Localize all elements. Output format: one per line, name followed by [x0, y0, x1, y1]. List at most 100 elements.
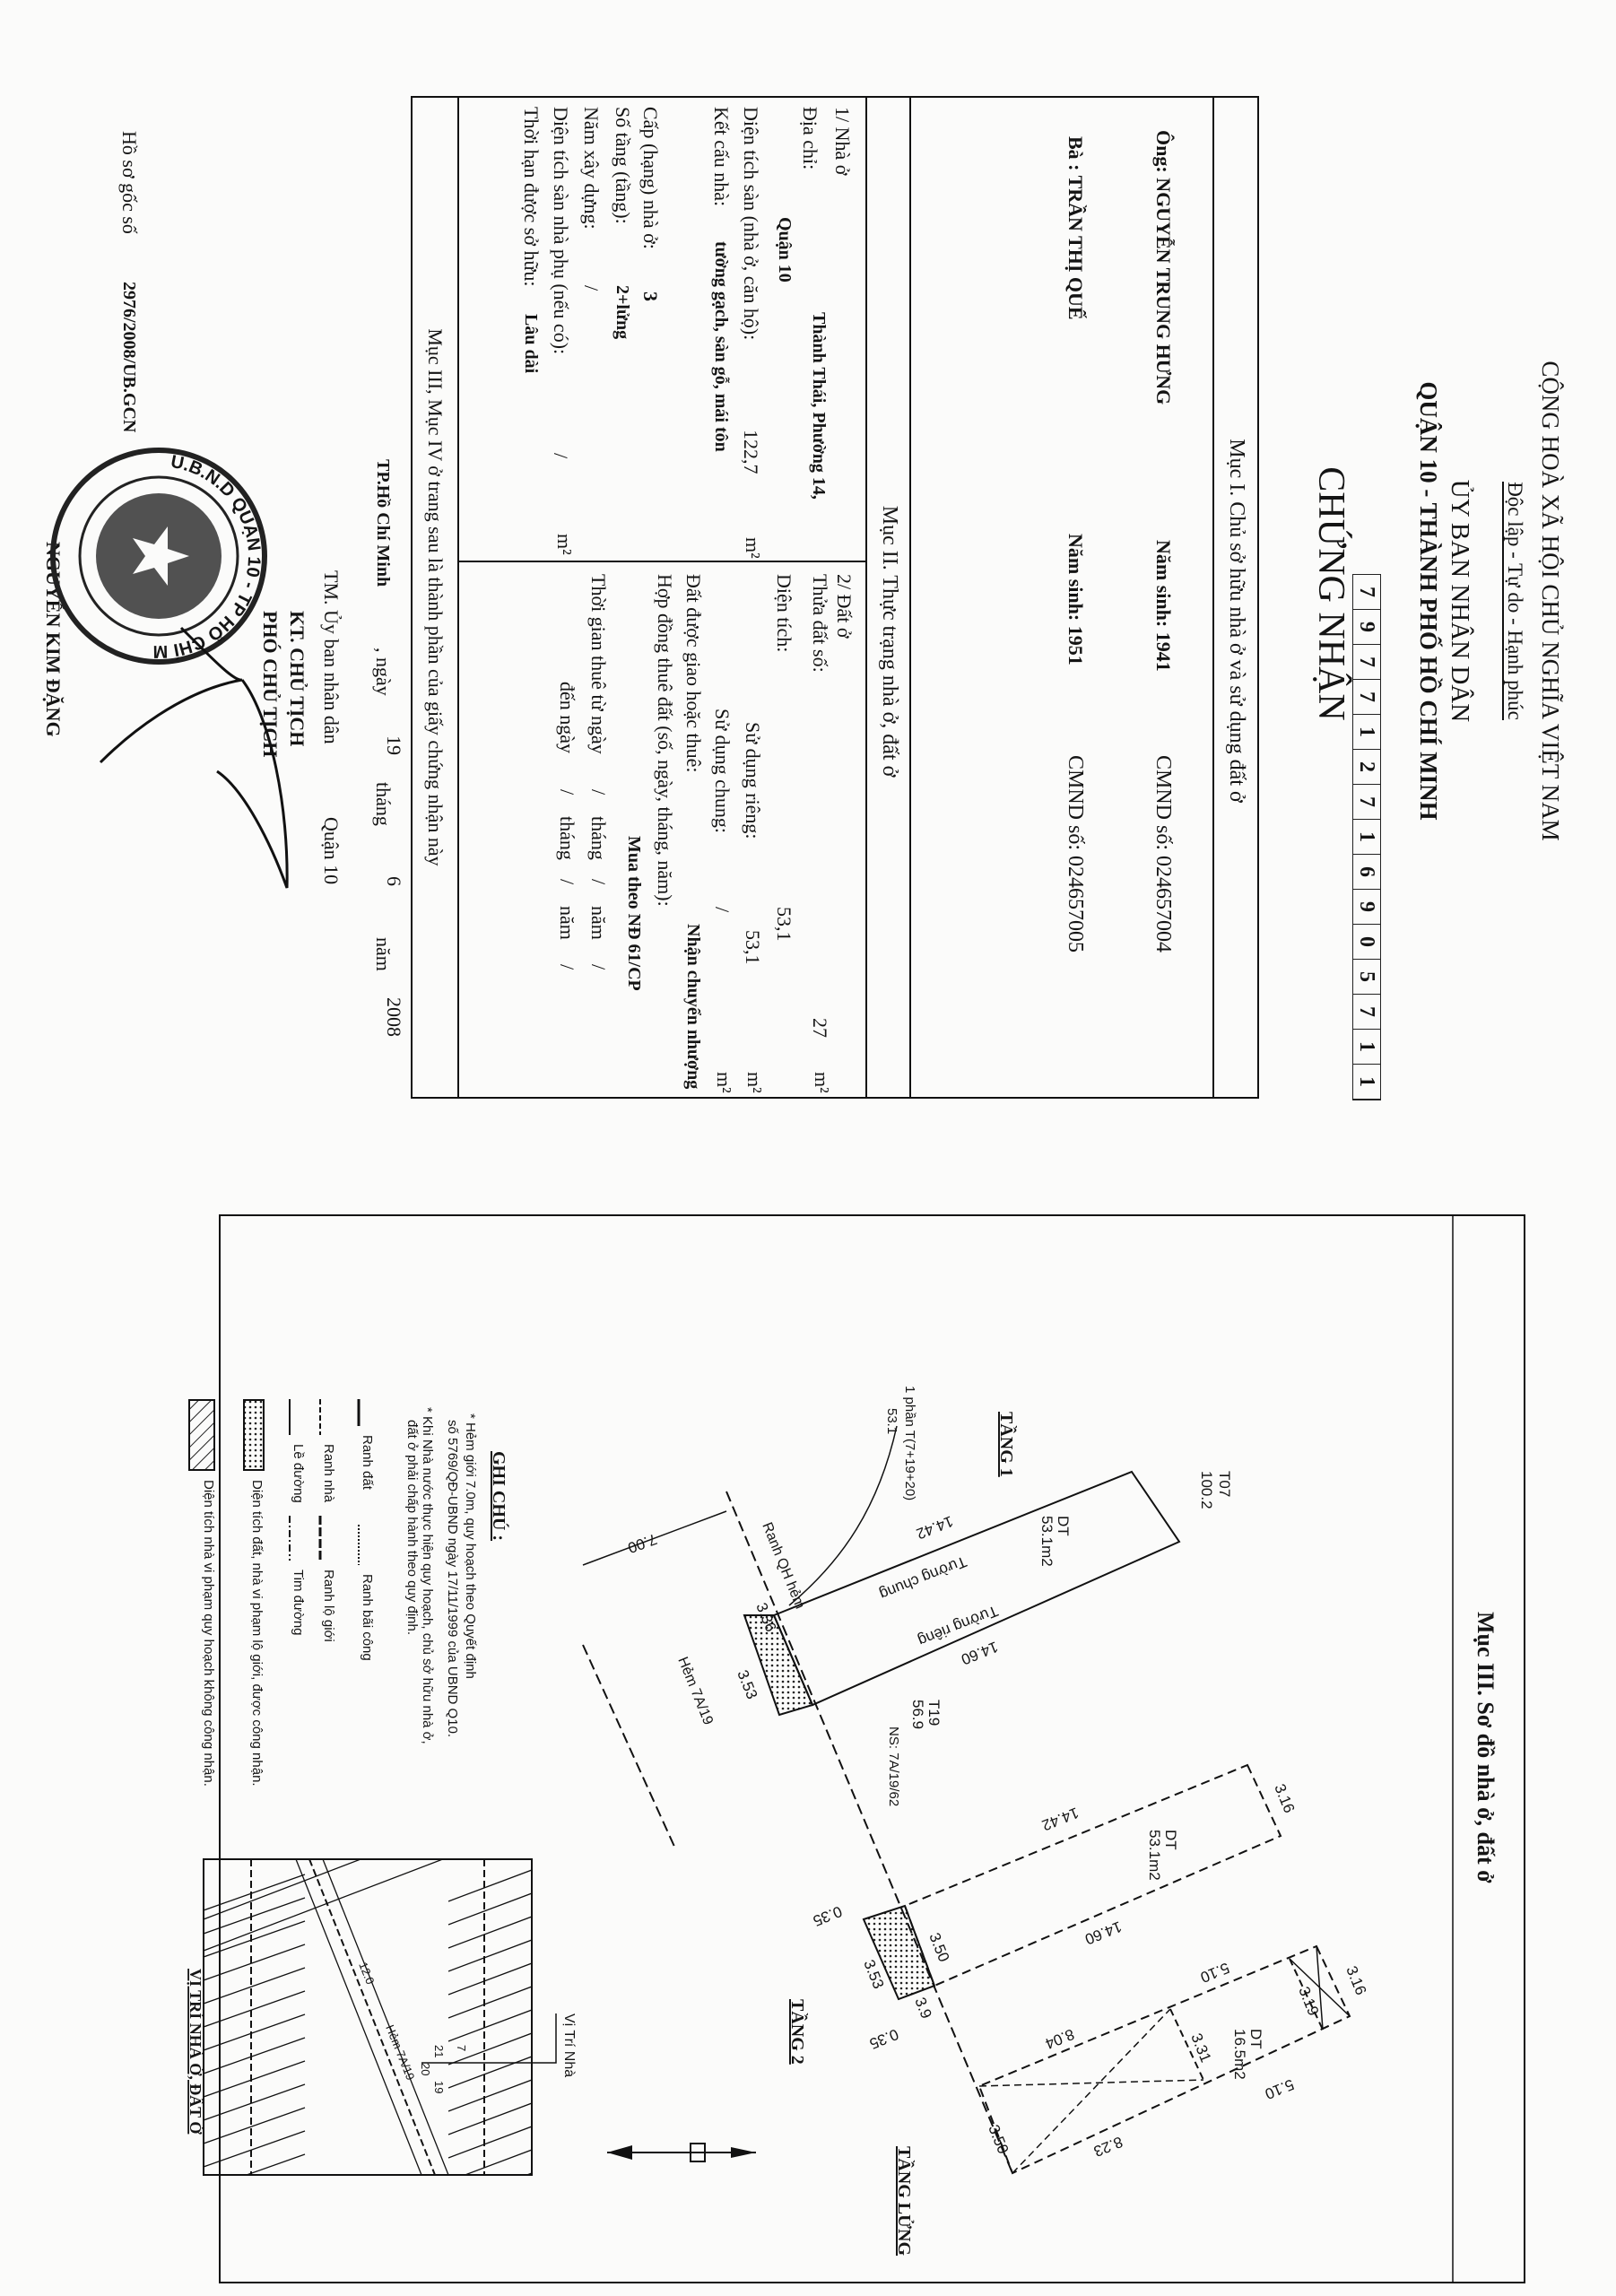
part-area: 53.1 — [884, 1408, 899, 1434]
map-parcel-line — [447, 1962, 532, 1996]
legend-centerline: Tim đường — [291, 1570, 306, 1636]
map-parcel-line — [204, 2037, 306, 2074]
map-parcel-line — [204, 1897, 306, 1935]
dim-0-35: 0.35 — [867, 2025, 901, 2052]
note-line: * Khi Nhà nước thực hiện quy hoạch, chủ … — [420, 1407, 435, 1744]
signature — [99, 626, 289, 889]
floor1-label: TẦNG 1 — [996, 1412, 1018, 1477]
map-parcel-line — [204, 2060, 306, 2098]
alley-boundary-line — [725, 1491, 1013, 2174]
map-parcel-line — [204, 2107, 306, 2144]
map-road-centerline — [308, 1859, 436, 2175]
shared-wall-label: Tường chung — [877, 1552, 969, 1603]
part-note: 1 phần T(7+19+20) — [902, 1386, 917, 1500]
map-parcel-line — [204, 1874, 306, 1911]
map-parcel-line — [245, 2153, 306, 2175]
legend-house-boundary: Ranh nhà — [321, 1444, 336, 1503]
map-road-edge — [295, 1859, 422, 2175]
floor1-violation-area — [743, 1614, 814, 1717]
map-cross-road-edge — [204, 1859, 362, 1920]
map-parcel-line — [204, 1990, 306, 2028]
dim-3-16: 3.16 — [1271, 1781, 1298, 1815]
location-map-frame — [203, 1858, 533, 2176]
dim-5-10: 5.10 — [1263, 2075, 1297, 2102]
map-label: 21 — [432, 2045, 446, 2057]
legend-not-recognized: Diện tích nhà vi phạm quy hoạch không cô… — [201, 1480, 216, 1787]
plot-t07-area: 100.2 — [1198, 1471, 1215, 1509]
dim-14-42: 14.42 — [914, 1512, 956, 1543]
location-map — [204, 1859, 532, 2213]
map-alley-label: Hẻm 7A/19 — [383, 2023, 417, 2083]
map-parcel-line — [204, 1920, 306, 1958]
dim-14-42: 14.42 — [1039, 1804, 1082, 1834]
floor1-dt-label: DT — [1055, 1516, 1072, 1536]
north-arrow-icon — [607, 2143, 756, 2162]
map-label: 7 — [455, 2045, 468, 2051]
floor2-violation-area — [862, 1904, 936, 2001]
floor2-outline — [903, 1763, 1282, 1987]
dim-3-50: 3.50 — [985, 2122, 1012, 2156]
map-parcel-line — [204, 2130, 306, 2168]
map-parcel-line — [204, 2013, 306, 2051]
dim-3-9: 3.9 — [911, 1995, 934, 2021]
mezzanine-dt-label: DT — [1247, 2029, 1264, 2049]
legend-recognized: Diện tích đất, nhà vi phạm lộ giới, được… — [249, 1480, 265, 1787]
dim-3-19: 3.19 — [1295, 1984, 1322, 2018]
leader-arrow — [788, 1425, 898, 1606]
void-diagonal — [978, 2079, 1204, 2087]
location-map-title: VỊ TRÍ NHÀ Ở, ĐẤT Ở — [187, 1969, 205, 2135]
note-line: đất ở phải chấp hành theo quy định. — [404, 1420, 420, 1635]
dim-3-53: 3.53 — [734, 1667, 760, 1701]
neighbor-label: NS: 7A/19/62 — [886, 1726, 901, 1806]
dim-3-50: 3.50 — [925, 1930, 952, 1964]
site-plan-title: Mục III. Sơ đồ nhà ở, đất ở — [1473, 1612, 1499, 1883]
dim-14-60: 14.60 — [1082, 1918, 1125, 1948]
map-parcel-line — [204, 1944, 306, 1981]
map-parcel-line — [447, 1892, 532, 1926]
dim-3-31: 3.31 — [1187, 2031, 1214, 2065]
mezzanine-outline — [977, 1944, 1351, 2175]
plot-t19-label: T19 — [925, 1700, 943, 1726]
map-parcel-line — [447, 2102, 532, 2135]
floor2-dt-label: DT — [1162, 1830, 1179, 1850]
plot-t19-area: 56.9 — [909, 1700, 926, 1729]
map-parcel-line — [447, 1939, 532, 1972]
legend-land-boundary: Ranh đất — [360, 1435, 375, 1491]
floor1-dt-value: 53.1m2 — [1038, 1516, 1056, 1567]
floor2-label: TẦNG 2 — [787, 1999, 809, 2065]
map-parcel-line — [447, 1916, 532, 1949]
map-parcel-line — [447, 2009, 532, 2042]
dim-7-00: 7.00 — [626, 1530, 660, 1556]
mezzanine-dt-value: 16.5m2 — [1231, 2029, 1248, 2080]
alley-width-line — [582, 1510, 727, 1566]
mezzanine-divider — [1169, 2008, 1204, 2081]
star-icon — [133, 526, 189, 586]
dim-5-10: 5.10 — [1198, 1959, 1232, 1986]
floor1-outline — [772, 1470, 1181, 1707]
map-parcel-line — [463, 2149, 532, 2175]
seal-and-signature: U.B.N.D QUẬN 10 - TP HỒ CHÍ MINH — [50, 448, 289, 889]
mezzanine-label: TẦNG LỬNG — [894, 2146, 916, 2256]
void-diagonal — [1012, 2008, 1171, 2174]
floor2-dt-value: 53.1m2 — [1146, 1830, 1163, 1881]
map-parcel-line — [447, 1986, 532, 2019]
note-line: số 5769/QĐ-UBND ngày 17/11/1999 của UBND… — [445, 1420, 460, 1737]
alley-boundary-label: Ranh QH hẻm — [759, 1520, 807, 1611]
dim-8-23: 8.23 — [1091, 2133, 1125, 2160]
map-parcel-line — [447, 2079, 532, 2112]
legend-road-limit: Ranh lộ giới — [321, 1570, 336, 1642]
dim-3-16: 3.16 — [1342, 1963, 1369, 1997]
alley-label: Hẻm 7A/19 — [674, 1655, 716, 1727]
void-diagonal — [1316, 1945, 1324, 2031]
map-parcel-line — [525, 2172, 532, 2175]
legend-recognized-symbol — [243, 1399, 265, 1471]
map-parcel-line — [204, 2178, 305, 2213]
house-pointer-label: Vị Trí Nhà — [561, 2013, 577, 2077]
mezzanine-divider — [1289, 1958, 1324, 2031]
plot-t07-label: T07 — [1216, 1471, 1233, 1497]
map-label: 12.0 — [356, 1961, 377, 1987]
site-plan-frame — [219, 1214, 1525, 2283]
dim-8-04: 8.04 — [1043, 2025, 1077, 2052]
